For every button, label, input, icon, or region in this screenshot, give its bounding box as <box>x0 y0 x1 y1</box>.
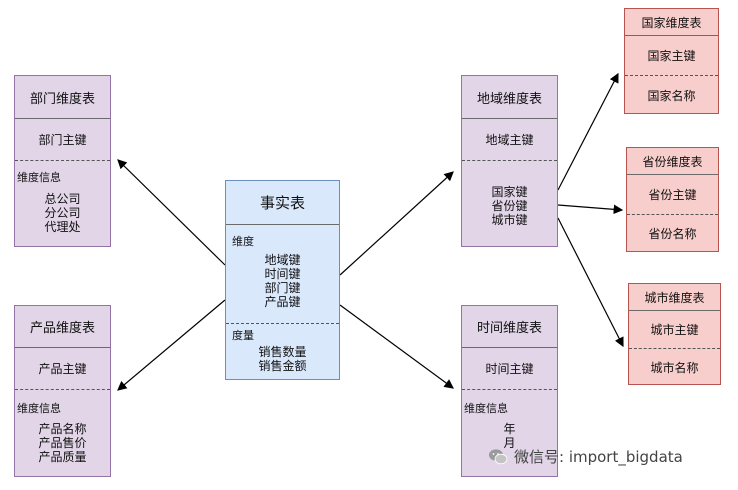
region-info-item: 省份键 <box>491 199 528 213</box>
region-info-item: 城市键 <box>491 213 528 227</box>
region-table-title: 地域维度表 <box>462 76 557 119</box>
country-table-name: 国家名称 <box>647 88 696 103</box>
province-table-name: 省份名称 <box>648 227 697 241</box>
city-dimension-table: 城市维度表 城市主键 城市名称 <box>628 283 721 385</box>
fact-dim-key: 地域键 <box>264 253 301 267</box>
time-dimension-table: 时间维度表 时间主键 维度信息 年 月 <box>461 305 558 477</box>
time-info-list: 年 月 <box>462 422 557 450</box>
arrow-fact-to-product <box>117 299 226 391</box>
dept-info-item: 代理处 <box>44 220 81 234</box>
wechat-icon <box>489 448 508 464</box>
product-table-title: 产品维度表 <box>15 306 110 348</box>
country-table-title: 国家维度表 <box>625 9 718 36</box>
country-dimension-table: 国家维度表 国家主键 国家名称 <box>624 8 719 114</box>
product-info-item: 产品售价 <box>38 436 87 450</box>
watermark-text: 微信号: import_bigdata <box>514 448 683 466</box>
fact-measure: 销售金额 <box>258 359 307 373</box>
fact-divider <box>226 323 339 324</box>
dept-info-item: 总公司 <box>44 192 81 206</box>
product-table-key: 产品主键 <box>15 348 110 390</box>
product-info-label: 维度信息 <box>17 402 61 415</box>
province-table-key: 省份主键 <box>627 175 718 215</box>
fact-table-title: 事实表 <box>226 181 339 225</box>
arrow-region-to-province <box>557 204 624 215</box>
arrow-fact-to-region <box>339 171 454 276</box>
fact-dim-key: 时间键 <box>264 267 301 281</box>
fact-measure-label: 度量 <box>232 329 254 342</box>
product-info-list: 产品名称 产品售价 产品质量 <box>15 422 110 464</box>
product-info-item: 产品名称 <box>38 422 87 436</box>
fact-dim-key: 部门键 <box>264 281 301 295</box>
province-table-title: 省份维度表 <box>627 148 718 175</box>
time-table-key: 时间主键 <box>462 348 557 390</box>
fact-dim-keys: 地域键 时间键 部门键 产品键 <box>226 253 339 309</box>
dept-table-key: 部门主键 <box>15 119 110 161</box>
region-info-item: 国家键 <box>491 185 528 199</box>
time-info-item: 月 <box>503 436 516 450</box>
watermark: 微信号: import_bigdata <box>488 446 683 467</box>
fact-measures: 销售数量 销售金额 <box>226 345 339 373</box>
fact-dim-label: 维度 <box>232 235 254 248</box>
dept-info-list: 总公司 分公司 代理处 <box>15 192 110 234</box>
region-table-key: 地域主键 <box>462 119 557 161</box>
region-info-list: 国家键 省份键 城市键 <box>462 185 557 227</box>
dept-info-label: 维度信息 <box>17 171 61 184</box>
fact-table: 事实表 维度 地域键 时间键 部门键 产品键 度量 销售数量 销售金额 <box>225 180 340 380</box>
city-table-title: 城市维度表 <box>629 284 720 311</box>
dept-info-item: 分公司 <box>44 206 81 220</box>
arrow-region-to-country <box>557 72 619 191</box>
time-info-item: 年 <box>503 422 516 436</box>
city-table-name: 城市名称 <box>650 360 699 375</box>
fact-measure: 销售数量 <box>258 345 307 359</box>
time-info-label: 维度信息 <box>464 402 508 415</box>
city-table-key: 城市主键 <box>629 311 720 349</box>
arrow-region-to-city <box>557 217 624 348</box>
region-dimension-table: 地域维度表 地域主键 国家键 省份键 城市键 <box>461 75 558 247</box>
country-table-key: 国家主键 <box>625 36 718 76</box>
product-info-item: 产品质量 <box>38 450 87 464</box>
arrow-fact-to-dept <box>117 159 226 266</box>
dept-table-title: 部门维度表 <box>15 76 110 119</box>
product-dimension-table: 产品维度表 产品主键 维度信息 产品名称 产品售价 产品质量 <box>14 305 111 477</box>
arrow-fact-to-time <box>339 304 454 389</box>
time-table-title: 时间维度表 <box>462 306 557 348</box>
dept-dimension-table: 部门维度表 部门主键 维度信息 总公司 分公司 代理处 <box>14 75 111 247</box>
fact-dim-key: 产品键 <box>264 295 301 309</box>
province-dimension-table: 省份维度表 省份主键 省份名称 <box>626 147 719 252</box>
